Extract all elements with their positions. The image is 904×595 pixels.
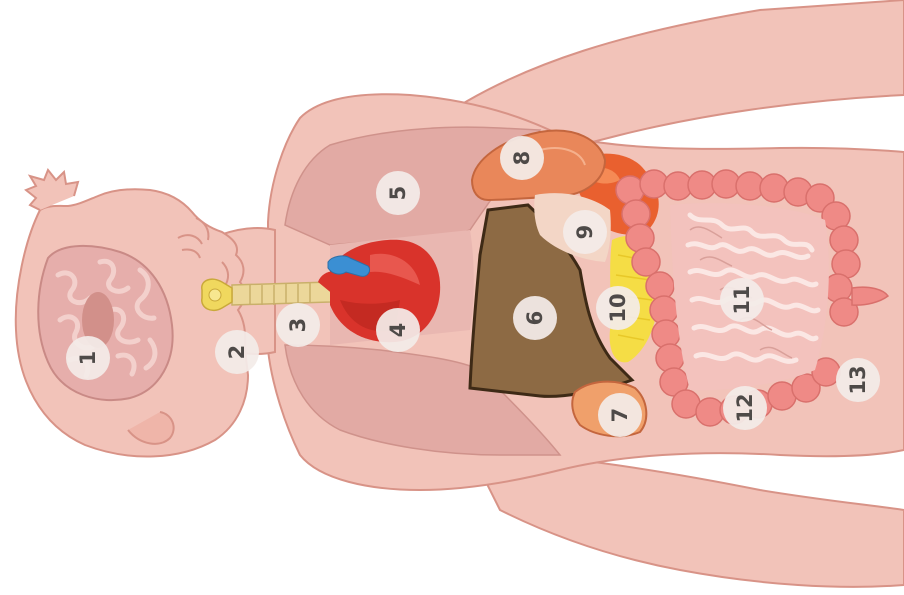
organ-label-12: 12 <box>723 386 767 430</box>
label-number: 6 <box>523 311 547 326</box>
organ-label-10: 10 <box>596 286 640 330</box>
organ-label-13: 13 <box>836 358 880 402</box>
label-number: 12 <box>733 393 757 422</box>
label-number: 8 <box>510 151 534 166</box>
organ-label-5: 5 <box>376 171 420 215</box>
label-number: 10 <box>606 293 630 322</box>
organ-label-6: 6 <box>513 296 557 340</box>
label-number: 4 <box>386 323 410 338</box>
label-number: 2 <box>225 345 249 360</box>
label-number: 7 <box>608 408 632 423</box>
label-number: 9 <box>573 225 597 240</box>
organ-label-4: 4 <box>376 308 420 352</box>
organ-label-11: 11 <box>720 278 764 322</box>
organ-label-7: 7 <box>598 393 642 437</box>
label-number: 13 <box>846 365 870 394</box>
label-number: 3 <box>286 318 310 333</box>
organ-label-3: 3 <box>276 303 320 347</box>
label-number: 5 <box>386 186 410 201</box>
hair <box>26 170 78 210</box>
organ-label-1: 1 <box>66 336 110 380</box>
label-number: 1 <box>76 351 100 366</box>
thyroid-lobe <box>209 289 221 301</box>
label-number: 11 <box>730 285 754 314</box>
organ-label-8: 8 <box>500 136 544 180</box>
organ-label-9: 9 <box>563 210 607 254</box>
organ-label-2: 2 <box>215 330 259 374</box>
